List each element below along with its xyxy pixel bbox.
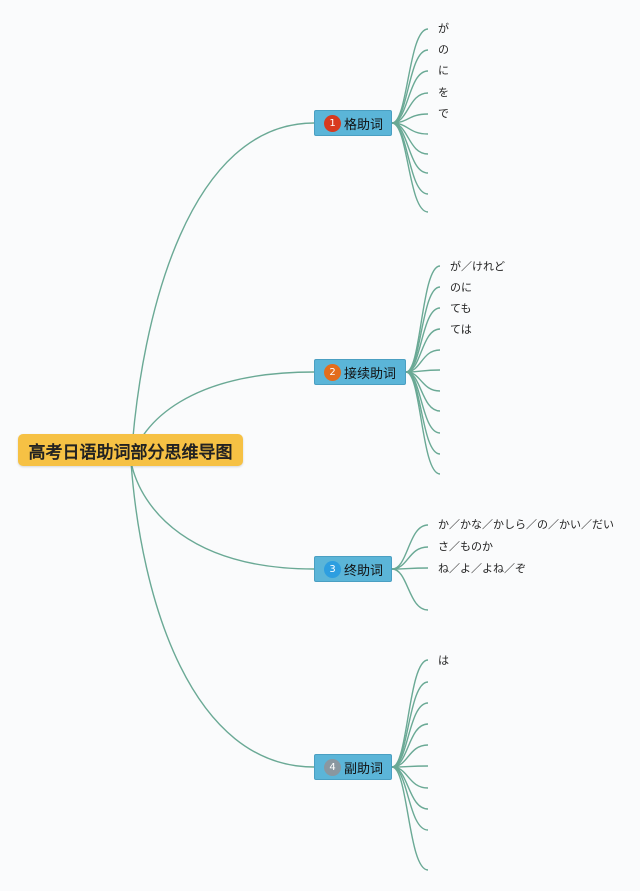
branch-label: 副助词 <box>344 761 384 777</box>
leaf-1-1[interactable]: が <box>438 22 449 35</box>
number-2-icon: 2 <box>324 363 341 381</box>
leaf-connector-3-1 <box>391 524 429 570</box>
leaf-1-2[interactable]: の <box>438 43 449 56</box>
number-3-icon: 3 <box>324 560 341 578</box>
leaf-2-3[interactable]: ても <box>450 302 472 315</box>
leaf-1-4[interactable]: を <box>438 86 449 99</box>
root-node[interactable]: 高考日语助词部分思维导图 <box>18 434 243 466</box>
branch-label: 终助词 <box>344 563 384 579</box>
leaf-connector-2-1 <box>405 265 441 373</box>
branch-node-1[interactable]: 1 格助词 <box>314 110 392 136</box>
leaf-2-4[interactable]: ては <box>450 323 472 336</box>
leaf-1-5[interactable]: で <box>438 107 449 120</box>
branch-label: 格助词 <box>344 117 384 133</box>
number-4-icon: 4 <box>324 758 341 776</box>
leaf-1-3[interactable]: に <box>438 64 449 77</box>
leaf-connector-2-10 <box>405 371 441 455</box>
number-1-icon: 1 <box>324 114 341 132</box>
leaf-connector-1-2 <box>391 49 429 124</box>
root-label: 高考日语助词部分思维导图 <box>28 442 233 463</box>
leaf-2-2[interactable]: のに <box>450 281 472 294</box>
leaf-connector-2-3 <box>405 307 441 373</box>
leaf-4-1[interactable]: は <box>438 654 449 667</box>
leaf-connector-1-10 <box>391 122 429 213</box>
leaf-connector-4-3 <box>391 702 429 768</box>
root-connector-4 <box>130 461 315 768</box>
leaf-connector-1-1 <box>391 28 429 124</box>
branch-label: 接续助词 <box>344 366 397 382</box>
leaf-connector-4-10 <box>391 766 429 871</box>
leaf-2-1[interactable]: が／けれど <box>450 260 505 273</box>
leaf-connector-3-4 <box>391 568 429 611</box>
branch-node-2[interactable]: 2 接续助词 <box>314 359 406 385</box>
leaf-connector-3-3 <box>391 567 429 570</box>
branch-node-4[interactable]: 4 副助词 <box>314 754 392 780</box>
root-connector-1 <box>130 122 315 463</box>
leaf-3-1[interactable]: か／かな／かしら／の／かい／だい <box>438 518 614 531</box>
leaf-connector-4-1 <box>391 659 429 768</box>
leaf-connector-2-11 <box>405 371 441 475</box>
leaf-connector-3-2 <box>391 546 429 570</box>
branch-node-3[interactable]: 3 终助词 <box>314 556 392 582</box>
leaf-connector-4-9 <box>391 766 429 831</box>
leaf-3-2[interactable]: さ／ものか <box>438 540 493 553</box>
leaf-connector-2-9 <box>405 371 441 434</box>
leaf-3-3[interactable]: ね／よ／よね／ぞ <box>438 562 526 575</box>
root-connector-3 <box>130 461 315 570</box>
